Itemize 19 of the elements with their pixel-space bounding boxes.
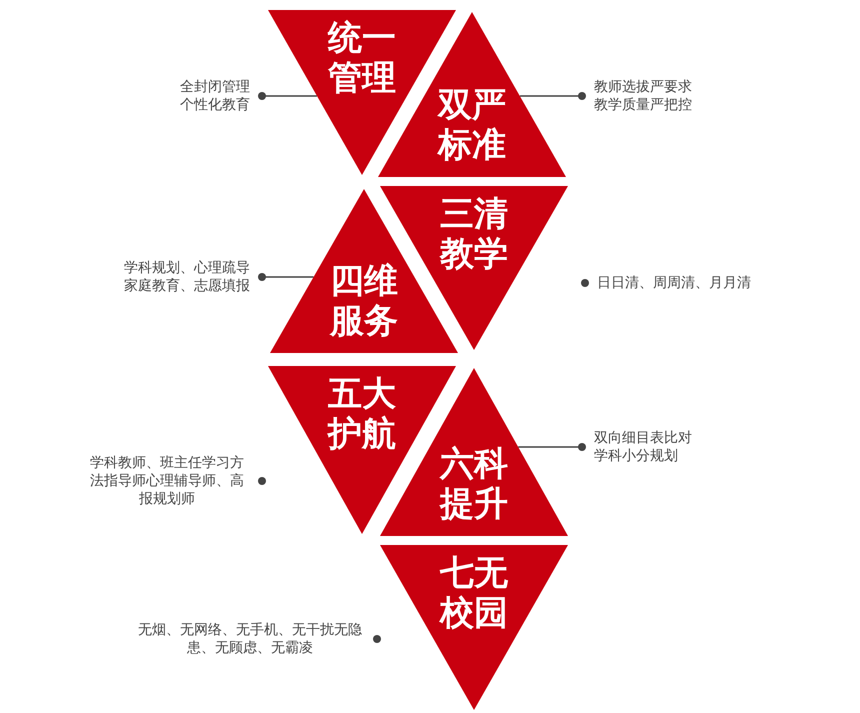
leader-line [258, 92, 317, 100]
triangle-title: 六科提升 [438, 444, 509, 524]
description-text: 学科教师、班主任学习方法指导师心理辅导师、高报规划师 [89, 454, 245, 508]
description-text: 无烟、无网络、无手机、无干扰无隐患、无顾虑、无霸凌 [137, 621, 363, 657]
triangle-title: 三清教学 [438, 194, 509, 274]
description-text: 教师选拔严要求教学质量严把控 [582, 78, 699, 114]
description-text: 日日清、周周清、月月清 [597, 274, 752, 292]
triangle-title: 七无校园 [438, 553, 509, 633]
leader-line [518, 443, 586, 451]
leader-line [520, 92, 586, 100]
leader-line [258, 273, 314, 281]
triangle-title: 四维服务 [328, 261, 399, 341]
description-text: 学科规划、心理疏导家庭教育、志愿填报 [118, 259, 262, 295]
triangle-title: 双严标准 [436, 85, 507, 165]
triangle-title: 统一管理 [326, 18, 397, 98]
triangle-shape [380, 545, 568, 710]
triangle-title: 五大护航 [326, 374, 397, 454]
description-text: 双向细目表比对学科小分规划 [582, 429, 699, 465]
description-text: 全封闭管理个性化教育 [178, 78, 262, 114]
